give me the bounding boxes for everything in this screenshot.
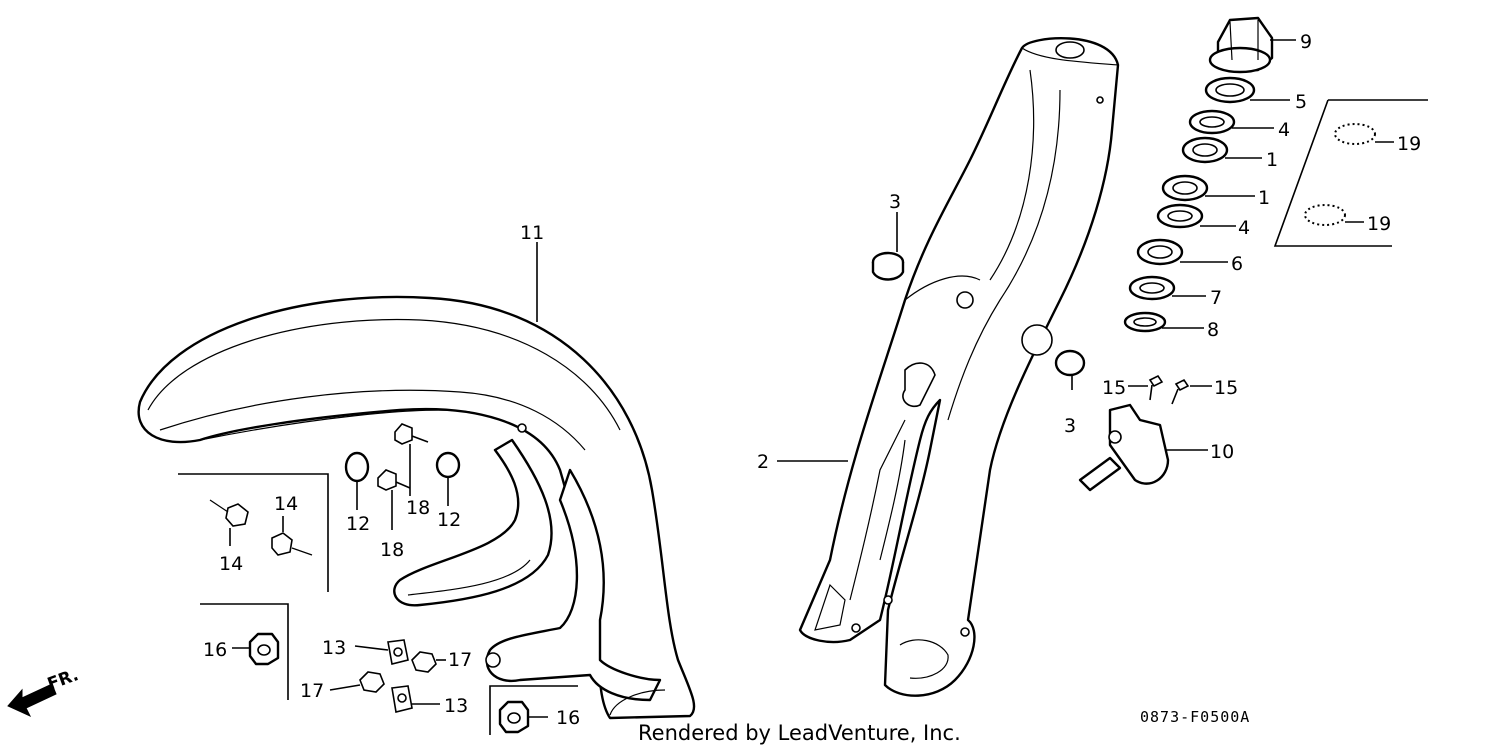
front-direction-label: FR. <box>45 665 81 695</box>
nut-16[interactable] <box>248 632 530 734</box>
callout-3-right: 3 <box>1064 415 1076 437</box>
callout-17-right: 17 <box>448 649 472 671</box>
nut-17[interactable] <box>359 651 437 693</box>
balls-frame <box>1273 99 1428 247</box>
callout-10: 10 <box>1210 441 1234 463</box>
bearing-4-upper[interactable] <box>1188 109 1236 135</box>
callout-7: 7 <box>1210 287 1222 309</box>
race-1-lower[interactable] <box>1161 174 1209 202</box>
callout-8: 8 <box>1207 319 1219 341</box>
steering-nut[interactable] <box>1208 16 1274 74</box>
callout-5: 5 <box>1295 91 1307 113</box>
fork-cap[interactable] <box>871 251 1086 377</box>
callout-19-upper: 19 <box>1397 133 1421 155</box>
callout-14-bottom: 14 <box>219 553 243 575</box>
steel-ball-ring-upper[interactable] <box>1334 123 1376 145</box>
callout-16-left: 16 <box>203 639 227 661</box>
steering-lock[interactable] <box>1078 403 1170 492</box>
callout-16-right: 16 <box>556 707 580 729</box>
front-direction-arrow: FR. <box>7 665 81 718</box>
race-1-upper[interactable] <box>1181 136 1229 164</box>
callout-15-left: 15 <box>1102 377 1126 399</box>
diagram-code: 0873-F0500A <box>1140 708 1250 726</box>
bolt-14[interactable] <box>209 499 313 556</box>
race-6[interactable] <box>1136 238 1184 266</box>
callout-1-upper: 1 <box>1266 149 1278 171</box>
front-fork[interactable] <box>798 37 1120 697</box>
callout-4-upper: 4 <box>1278 119 1290 141</box>
callout-13-top: 13 <box>322 637 346 659</box>
callout-1-lower: 1 <box>1258 187 1270 209</box>
spacer-13[interactable] <box>387 639 413 713</box>
callout-3-left: 3 <box>889 191 901 213</box>
callout-2: 2 <box>757 451 769 473</box>
front-fender[interactable] <box>137 295 696 720</box>
race-5[interactable] <box>1204 76 1256 104</box>
group-frame-14 <box>178 473 329 592</box>
callout-19-lower: 19 <box>1367 213 1391 235</box>
callout-9: 9 <box>1300 31 1312 53</box>
callout-6: 6 <box>1231 253 1243 275</box>
callout-17-left: 17 <box>300 680 324 702</box>
callout-18-top: 18 <box>406 497 430 519</box>
washer-12[interactable] <box>344 451 461 483</box>
leader-lines <box>229 39 1394 718</box>
bearing-4-lower[interactable] <box>1156 203 1204 229</box>
callout-12-left: 12 <box>346 513 370 535</box>
callout-14-top: 14 <box>274 493 298 515</box>
group-frame-16a <box>200 603 289 700</box>
rendered-by-footer: Rendered by LeadVenture, Inc. <box>638 721 961 745</box>
group-frame-16b <box>489 685 578 735</box>
seal-7[interactable] <box>1128 275 1176 301</box>
screw-15[interactable] <box>1148 374 1190 405</box>
callout-13-bottom: 13 <box>444 695 468 717</box>
callout-4-lower: 4 <box>1238 217 1250 239</box>
callout-15-right: 15 <box>1214 377 1238 399</box>
callout-18-bottom: 18 <box>380 539 404 561</box>
steel-ball-ring-lower[interactable] <box>1304 204 1346 226</box>
bolt-18[interactable] <box>377 423 429 491</box>
washer-8[interactable] <box>1123 311 1167 333</box>
callout-11: 11 <box>520 222 544 244</box>
callout-12-right: 12 <box>437 509 461 531</box>
